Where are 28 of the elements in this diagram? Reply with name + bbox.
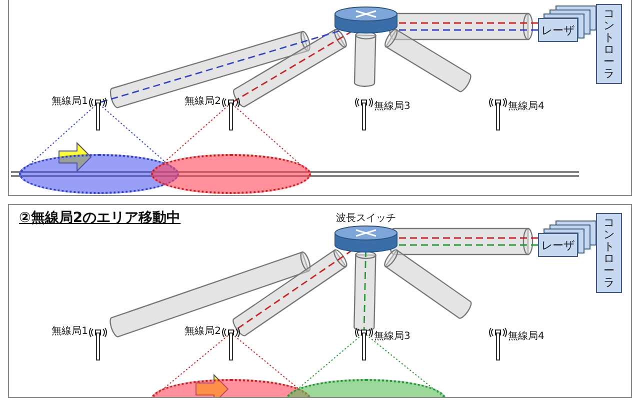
- laser-box: レーザ: [538, 233, 578, 257]
- radio-station: [184, 327, 240, 361]
- radio-station: [489, 97, 544, 131]
- signal-line: [398, 22, 538, 24]
- radio-station: [52, 327, 107, 361]
- station-label: 無線局2: [184, 95, 221, 108]
- panel-frame: [8, 0, 632, 196]
- panel-frame: [8, 204, 632, 398]
- radio-station: [184, 97, 240, 131]
- radio-station: [52, 97, 107, 131]
- radio-station: [355, 327, 410, 361]
- station-label: 無線局2: [184, 325, 221, 338]
- station-label: 無線局1: [52, 95, 88, 108]
- wavelength-switch: [334, 6, 398, 34]
- panel-heading: ②無線局2のエリア移動中: [19, 209, 181, 227]
- station-label: 無線局3: [374, 100, 410, 113]
- laser-box: レーザ: [538, 18, 578, 42]
- signal-line: [398, 29, 538, 31]
- signal-line: [398, 244, 538, 246]
- station-label: 無線局1: [52, 325, 88, 338]
- station-label: 無線局4: [508, 100, 544, 113]
- wavelength-switch: [334, 212, 398, 253]
- signal-line: [398, 237, 538, 239]
- switch-label: 波長スイッチ: [336, 212, 396, 225]
- radio-station: [489, 327, 544, 361]
- station-label: 無線局4: [508, 330, 544, 343]
- station-label: 無線局3: [374, 330, 410, 343]
- radio-station: [355, 97, 410, 131]
